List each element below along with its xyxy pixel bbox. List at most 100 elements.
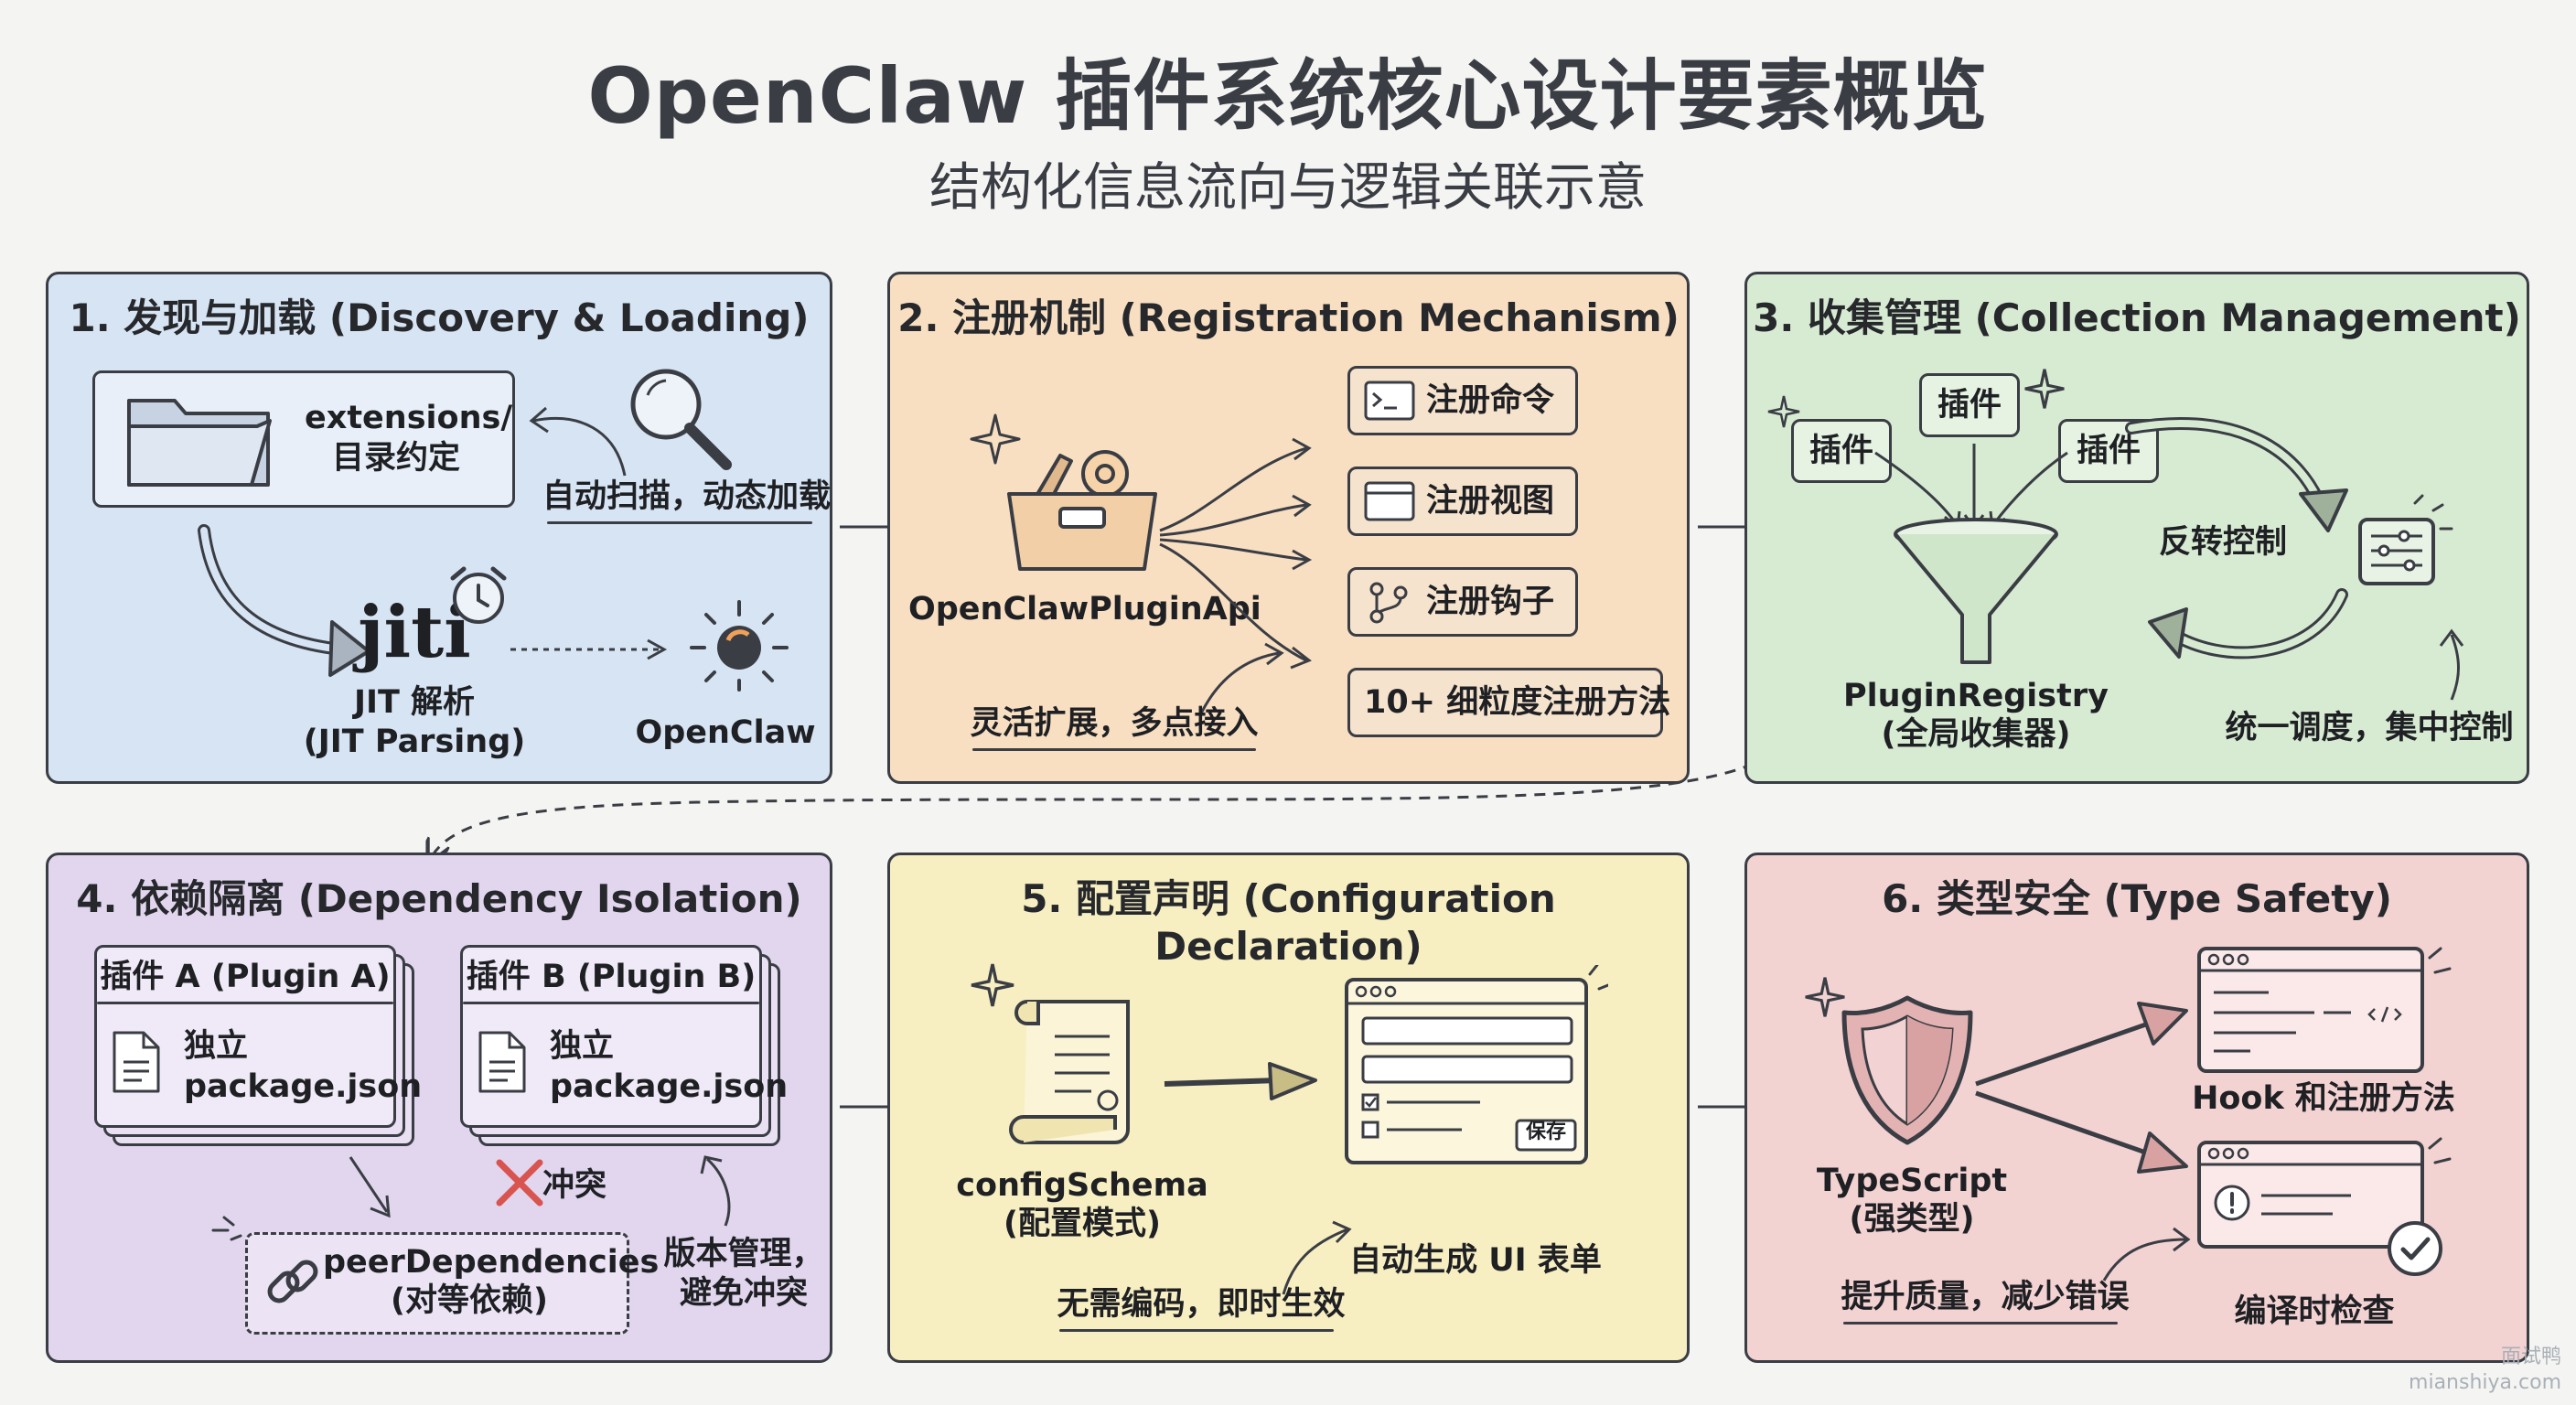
- sparkle-icon: [2024, 369, 2065, 409]
- version-note-line-2: 避免冲突: [679, 1275, 808, 1312]
- cross-icon: [496, 1159, 543, 1207]
- extensions-folder-card: [92, 370, 515, 508]
- window-icon: [1364, 481, 1415, 521]
- document-icon: [113, 1031, 160, 1093]
- config-schema-cn-label: (配置模式): [1004, 1206, 1161, 1242]
- sparkle-icon: [971, 963, 1014, 1007]
- link-icon: [267, 1260, 318, 1303]
- note-arrow: [2439, 628, 2464, 701]
- quality-note: 提升质量，减少错误: [1841, 1279, 2130, 1315]
- hook-methods-label: Hook 和注册方法: [2192, 1080, 2455, 1117]
- plugin-chip-center-label: 插件: [1937, 387, 2002, 424]
- watermark-cn: 面试鸭: [2500, 1346, 2561, 1368]
- flexible-extension-note: 灵活扩展，多点接入: [970, 705, 1259, 742]
- note-arrow: [1199, 642, 1284, 714]
- plugin-registry-label: PluginRegistry: [1843, 678, 2109, 714]
- compile-check-label: 编译时检查: [2234, 1293, 2395, 1330]
- strong-typing-label: (强类型): [1849, 1201, 1975, 1238]
- conflict-label: 冲突: [542, 1167, 607, 1204]
- plugin-a-title: 插件 A (Plugin A): [100, 959, 391, 995]
- peer-dependencies-label: peerDependencies: [323, 1244, 660, 1281]
- panel-title: 3. 收集管理 (Collection Management): [1753, 295, 2521, 340]
- plugin-chip-center: [1919, 373, 2020, 437]
- peer-dependencies-cn-label: (对等依赖): [391, 1282, 548, 1319]
- panel-title: 4. 依赖隔离 (Dependency Isolation): [76, 876, 802, 921]
- page-title: OpenClaw 插件系统核心设计要素概览: [587, 51, 1989, 141]
- code-window-icon: [2197, 947, 2452, 1073]
- fine-grained-methods-label: 10+ 细粒度注册方法: [1364, 684, 1671, 721]
- register-hook-label: 注册钩子: [1426, 584, 1555, 620]
- form-window-icon: [1345, 965, 1608, 1164]
- dotted-arrow: [510, 638, 668, 660]
- sparkle-icon: [1767, 395, 1800, 428]
- note-underline: [1059, 1329, 1334, 1332]
- plugin-api-label: OpenClawPluginApi: [908, 591, 1261, 627]
- load-flow-arrow: [198, 524, 370, 677]
- fine-grained-methods-item: [1347, 668, 1663, 737]
- scan-note: 自动扫描，动态加载: [542, 478, 832, 515]
- control-panel-icon: [2358, 494, 2453, 585]
- plugin-b-pkg-line-1: 独立: [550, 1028, 615, 1065]
- version-note-line-1: 版本管理，: [663, 1236, 824, 1272]
- shield-icon: [1841, 995, 1973, 1145]
- scan-arrow: [529, 406, 627, 477]
- register-command-label: 注册命令: [1426, 382, 1555, 419]
- watermark: 面试鸭 mianshiya.com: [2378, 1345, 2561, 1395]
- note-underline: [1843, 1322, 2118, 1325]
- register-hook-item: [1347, 567, 1578, 637]
- typescript-label: TypeScript: [1816, 1163, 2008, 1199]
- panel-discovery-loading: 1. 发现与加载 (Discovery & Loading) extension…: [46, 272, 832, 784]
- ioc-cycle-arrows: [2125, 416, 2348, 660]
- register-view-label: 注册视图: [1426, 483, 1555, 520]
- unified-scheduling-note: 统一调度，集中控制: [2225, 710, 2514, 746]
- panel-title: 2. 注册机制 (Registration Mechanism): [897, 295, 1680, 340]
- note-underline: [972, 748, 1256, 751]
- no-code-note: 无需编码，即时生效: [1057, 1286, 1346, 1323]
- panel-title: 6. 类型安全 (Type Safety): [1882, 876, 2392, 921]
- plugin-chip-left: [1791, 419, 1892, 483]
- scan-note-underline: [547, 521, 812, 524]
- magnifier-icon: [630, 369, 732, 470]
- sparkle-icon: [970, 413, 1021, 465]
- sparkle-icon: [1805, 977, 1845, 1017]
- openclaw-logo-icon: [690, 600, 789, 692]
- jit-parsing-label: JIT 解析: [353, 684, 476, 721]
- ioc-label: 反转控制: [2158, 524, 2287, 561]
- note-arrow: [2102, 1227, 2191, 1282]
- plugin-chip-right-label: 插件: [2076, 433, 2141, 469]
- ts-output-arrows: [1975, 1002, 2188, 1174]
- directory-convention-label: 目录约定: [331, 440, 460, 477]
- sparkle-lines: [211, 1216, 242, 1241]
- plugin-b-title: 插件 B (Plugin B): [466, 959, 757, 995]
- schema-to-form-arrow: [1164, 1062, 1317, 1100]
- folder-icon: [127, 399, 272, 487]
- extensions-label: extensions/: [305, 400, 513, 436]
- global-collector-label: (全局收集器): [1881, 716, 2071, 753]
- plugin-chip-left-label: 插件: [1809, 433, 1873, 469]
- jiti-logo: jiti: [358, 591, 471, 674]
- panel-dependency-isolation: 4. 依赖隔离 (Dependency Isolation) 插件 A (Plu…: [46, 853, 832, 1363]
- check-circle-icon: [2388, 1221, 2442, 1276]
- document-icon: [478, 1031, 526, 1093]
- panel-title: 1. 发现与加载 (Discovery & Loading): [69, 295, 810, 340]
- toolbox-icon: [1007, 450, 1157, 571]
- version-arrow: [700, 1155, 731, 1227]
- panel-configuration-declaration: 5. 配置声明 (Configuration Declaration) conf…: [887, 853, 1690, 1363]
- alarm-clock-icon: [450, 566, 507, 624]
- git-branch-icon: [1369, 582, 1408, 624]
- plugin-a-divider: [97, 1002, 393, 1004]
- plugin-a-pkg-line-1: 独立: [184, 1028, 249, 1065]
- panel-registration-mechanism: 2. 注册机制 (Registration Mechanism) OpenCla…: [887, 272, 1690, 784]
- note-arrow: [1282, 1220, 1352, 1295]
- panel-collection-management: 3. 收集管理 (Collection Management) 插件 插件 插件…: [1744, 272, 2529, 784]
- panel-title: 5. 配置声明 (Configuration Declaration): [1021, 876, 1556, 969]
- scroll-icon: [1009, 1000, 1130, 1144]
- plugin-a-pkg-line-2: package.json: [184, 1068, 423, 1105]
- panel-type-safety: 6. 类型安全 (Type Safety) TypeScript (强类型): [1744, 853, 2529, 1363]
- page-subtitle: 结构化信息流向与逻辑关联示意: [929, 158, 1647, 218]
- terminal-icon: [1364, 381, 1415, 421]
- auto-form-label: 自动生成 UI 表单: [1349, 1242, 1602, 1279]
- plugin-chip-right: [2058, 419, 2159, 483]
- form-save-button: 保存: [1525, 1121, 1566, 1143]
